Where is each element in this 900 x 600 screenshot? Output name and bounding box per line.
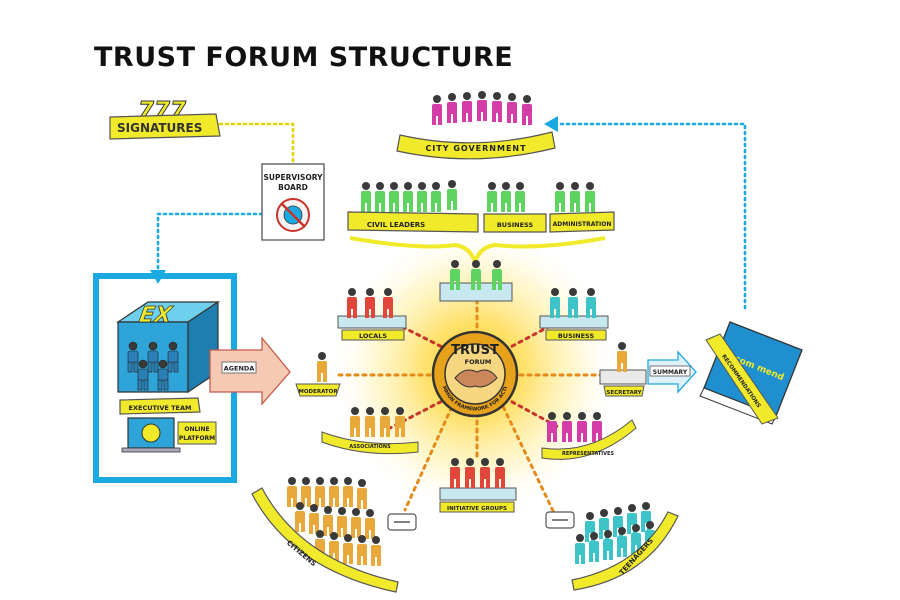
board-title-line2: BOARD <box>278 183 308 192</box>
recommendations-book: re com mend RECOMMENDATIONS <box>699 321 803 425</box>
administration-label: ADMINISTRATION <box>553 221 612 228</box>
signatures-badge: 777 SIGNATURES <box>109 98 221 140</box>
city-government-label: CITY GOVERNMENT <box>425 144 526 153</box>
associations-label: ASSOCIATIONS <box>349 444 391 450</box>
signatures-label: SIGNATURES <box>117 121 202 135</box>
blue-connectors <box>156 122 747 310</box>
initiative-groups-label: INITIATIVE GROUPS <box>447 506 507 512</box>
summary-label: SUMMARY <box>653 369 688 376</box>
spoke-initiative-groups: INITIATIVE GROUPS <box>439 458 517 513</box>
arrow-left-icon <box>544 116 558 132</box>
city-government-people <box>432 91 532 125</box>
secretary-label: SECRETARY <box>606 390 642 396</box>
executive-team-label: EXECUTIVE TEAM <box>129 404 192 412</box>
executive-panel: EX EXECUTIVE TEAM AGENDA ONLINE PLATFORM <box>93 273 291 483</box>
spoke-business: BUSINESS <box>539 288 609 341</box>
spoke-locals: LOCALS <box>337 288 407 341</box>
spoke-secretary: SECRETARY SUMMARY <box>599 342 697 397</box>
civil-leaders-label: CIVIL LEADERS <box>367 221 425 229</box>
business-spoke-label: BUSINESS <box>558 332 595 340</box>
spoke-associations: ASSOCIATIONS <box>321 407 419 455</box>
forum-delegates <box>439 260 513 302</box>
locals-label: LOCALS <box>359 332 387 340</box>
city-government: CITY GOVERNMENT <box>396 91 556 160</box>
business-group-label: BUSINESS <box>497 221 534 229</box>
citizens-crowd: CITIZENS <box>251 477 417 593</box>
yellow-connector <box>218 122 295 172</box>
online-platform-line2: PLATFORM <box>179 435 215 442</box>
forum-label: FORUM <box>465 358 492 366</box>
agenda-label: AGENDA <box>224 365 255 373</box>
representatives-label: REPRESENTATIVES <box>562 451 614 457</box>
spoke-moderator: MODERATOR <box>295 352 341 397</box>
trust-label: TRUST <box>451 343 499 358</box>
handshake-icon <box>454 369 498 388</box>
supervisory-board: SUPERVISORY BOARD <box>261 163 325 241</box>
spoke-representatives: REPRESENTATIVES <box>541 412 637 460</box>
moderator-label: MODERATOR <box>298 389 338 395</box>
page-title: TRUST FORUM STRUCTURE <box>94 42 514 73</box>
board-title-line1: SUPERVISORY <box>263 173 323 182</box>
online-platform-line1: ONLINE <box>184 426 209 433</box>
leaders-groups: CIVIL LEADERS BUSINESS ADMINISTRATION <box>347 180 615 269</box>
teenagers-crowd: TEENAGERS <box>545 502 679 591</box>
